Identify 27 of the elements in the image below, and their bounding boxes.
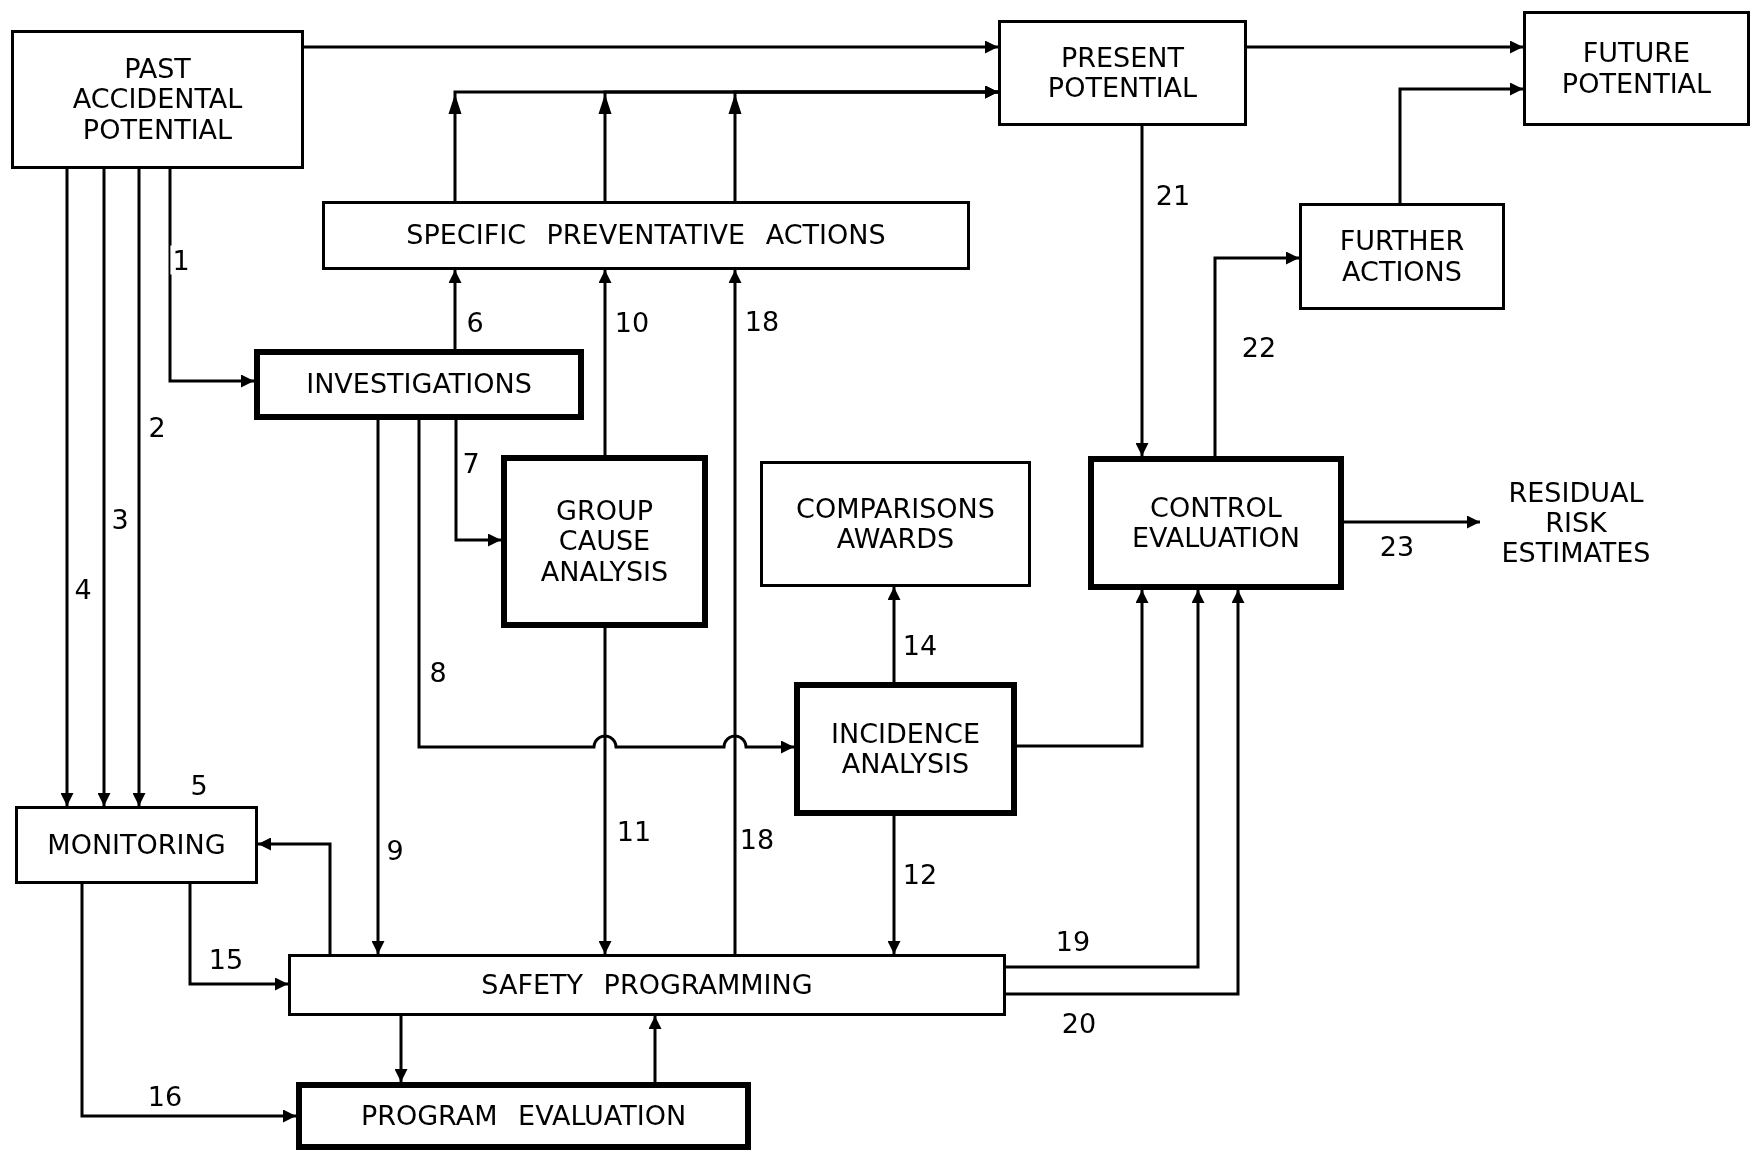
process-box (11, 30, 304, 169)
box-label: CONTROL EVALUATION (1131, 492, 1301, 554)
box-label: MONITORING (47, 829, 226, 861)
box-label: COMPARISONS AWARDS (795, 493, 996, 555)
process-box (288, 954, 1006, 1016)
process-box (15, 806, 258, 884)
box-label: INCIDENCE ANALYSIS (830, 718, 981, 780)
process-box (1299, 203, 1505, 310)
output-label: RESIDUAL RISK ESTIMATES (1500, 477, 1652, 569)
box-label: INVESTIGATIONS (306, 369, 532, 400)
emphasized-process-box (254, 349, 584, 420)
emphasized-process-box (1088, 456, 1344, 590)
box-label: PROGRAM EVALUATION (360, 1100, 687, 1132)
process-box (322, 201, 970, 270)
box-label: SPECIFIC PREVENTATIVE ACTIONS (406, 220, 886, 251)
process-box (760, 461, 1031, 587)
process-box (1523, 11, 1750, 126)
box-label: GROUP CAUSE ANALYSIS (539, 496, 670, 587)
box-label: FURTHER ACTIONS (1338, 226, 1466, 287)
box-label: FUTURE POTENTIAL (1560, 38, 1713, 99)
box-label: PRESENT POTENTIAL (1046, 42, 1199, 104)
emphasized-process-box (501, 455, 708, 628)
process-box (998, 20, 1247, 126)
emphasized-process-box (794, 682, 1017, 816)
box-label: SAFETY PROGRAMMING (481, 969, 813, 1001)
emphasized-process-box (296, 1082, 751, 1150)
box-label: PAST ACCIDENTAL POTENTIAL (71, 54, 244, 145)
